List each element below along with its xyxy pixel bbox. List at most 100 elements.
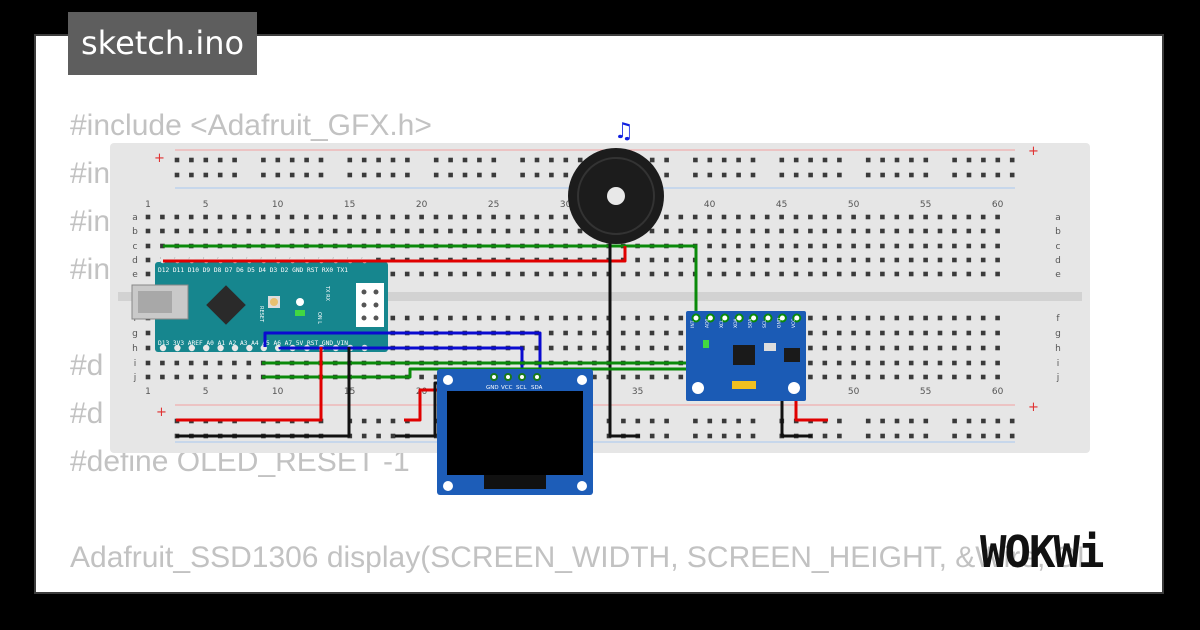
- breadboard-hole[interactable]: [808, 345, 813, 351]
- breadboard-hole[interactable]: [779, 243, 784, 249]
- breadboard-hole[interactable]: [520, 157, 525, 163]
- mpu-pin[interactable]: [705, 313, 715, 323]
- breadboard-hole[interactable]: [433, 374, 439, 380]
- breadboard-hole[interactable]: [995, 374, 1000, 380]
- breadboard-hole[interactable]: [361, 157, 367, 163]
- breadboard-hole[interactable]: [390, 271, 396, 277]
- breadboard-hole[interactable]: [275, 157, 281, 163]
- breadboard-hole[interactable]: [318, 157, 324, 163]
- breadboard-hole[interactable]: [995, 330, 1000, 336]
- nano-pin[interactable]: [203, 344, 210, 352]
- breadboard-hole[interactable]: [952, 360, 957, 366]
- breadboard-hole[interactable]: [851, 345, 856, 351]
- breadboard-hole[interactable]: [995, 271, 1000, 277]
- breadboard-hole[interactable]: [894, 330, 900, 336]
- breadboard-hole[interactable]: [217, 157, 223, 163]
- breadboard-hole[interactable]: [649, 157, 655, 163]
- breadboard-hole[interactable]: [707, 433, 713, 439]
- breadboard-hole[interactable]: [318, 172, 324, 178]
- breadboard-hole[interactable]: [981, 172, 986, 178]
- breadboard-hole[interactable]: [620, 271, 626, 277]
- breadboard-hole[interactable]: [678, 330, 684, 336]
- breadboard-hole[interactable]: [923, 228, 928, 234]
- breadboard-hole[interactable]: [865, 243, 871, 249]
- breadboard-hole[interactable]: [145, 271, 151, 277]
- breadboard-hole[interactable]: [937, 374, 943, 380]
- breadboard-hole[interactable]: [908, 360, 914, 366]
- breadboard-hole[interactable]: [952, 330, 957, 336]
- breadboard-hole[interactable]: [376, 418, 381, 424]
- breadboard-hole[interactable]: [980, 374, 986, 380]
- breadboard-hole[interactable]: [764, 228, 770, 234]
- breadboard-hole[interactable]: [923, 214, 928, 220]
- breadboard-hole[interactable]: [880, 257, 885, 263]
- breadboard-hole[interactable]: [980, 257, 986, 263]
- breadboard-hole[interactable]: [145, 257, 151, 263]
- breadboard-hole[interactable]: [822, 330, 828, 336]
- breadboard-hole[interactable]: [635, 374, 640, 380]
- breadboard-hole[interactable]: [462, 315, 468, 321]
- breadboard-hole[interactable]: [980, 315, 986, 321]
- breadboard-hole[interactable]: [1009, 172, 1015, 178]
- breadboard-hole[interactable]: [491, 172, 497, 178]
- breadboard-hole[interactable]: [246, 214, 252, 220]
- breadboard-hole[interactable]: [649, 345, 655, 351]
- breadboard-hole[interactable]: [908, 330, 914, 336]
- breadboard-hole[interactable]: [880, 214, 885, 220]
- breadboard-hole[interactable]: [707, 271, 712, 277]
- breadboard-hole[interactable]: [419, 271, 424, 277]
- breadboard-hole[interactable]: [361, 418, 367, 424]
- breadboard-hole[interactable]: [851, 315, 856, 321]
- breadboard-hole[interactable]: [894, 271, 900, 277]
- breadboard-hole[interactable]: [405, 172, 410, 178]
- breadboard-hole[interactable]: [865, 271, 871, 277]
- breadboard-hole[interactable]: [361, 172, 367, 178]
- breadboard-hole[interactable]: [534, 172, 540, 178]
- breadboard-hole[interactable]: [880, 360, 885, 366]
- breadboard-hole[interactable]: [160, 228, 165, 234]
- breadboard-hole[interactable]: [261, 172, 266, 178]
- nano-pin[interactable]: [188, 344, 195, 352]
- breadboard-hole[interactable]: [707, 157, 713, 163]
- breadboard-hole[interactable]: [232, 374, 237, 380]
- breadboard-hole[interactable]: [549, 157, 554, 163]
- breadboard-hole[interactable]: [995, 157, 1001, 163]
- breadboard-hole[interactable]: [476, 228, 482, 234]
- breadboard-hole[interactable]: [851, 257, 856, 263]
- breadboard-hole[interactable]: [707, 214, 712, 220]
- breadboard-hole[interactable]: [390, 433, 396, 439]
- breadboard-hole[interactable]: [548, 345, 554, 351]
- breadboard-hole[interactable]: [620, 374, 626, 380]
- breadboard-hole[interactable]: [980, 360, 986, 366]
- breadboard-hole[interactable]: [448, 157, 453, 163]
- breadboard-hole[interactable]: [189, 172, 194, 178]
- breadboard-hole[interactable]: [347, 214, 352, 220]
- breadboard-hole[interactable]: [620, 315, 626, 321]
- breadboard-hole[interactable]: [692, 228, 698, 234]
- breadboard-hole[interactable]: [952, 214, 957, 220]
- breadboard-hole[interactable]: [664, 271, 669, 277]
- mpu-pin[interactable]: [691, 313, 701, 323]
- breadboard-hole[interactable]: [376, 172, 381, 178]
- breadboard-hole[interactable]: [361, 214, 367, 220]
- breadboard-hole[interactable]: [966, 418, 972, 424]
- breadboard-hole[interactable]: [808, 157, 813, 163]
- breadboard-hole[interactable]: [174, 228, 180, 234]
- breadboard-hole[interactable]: [635, 418, 641, 424]
- breadboard-hole[interactable]: [649, 257, 655, 263]
- breadboard-hole[interactable]: [232, 360, 237, 366]
- breadboard-hole[interactable]: [721, 228, 727, 234]
- breadboard-hole[interactable]: [664, 433, 669, 439]
- breadboard-hole[interactable]: [952, 433, 957, 439]
- breadboard-hole[interactable]: [592, 345, 597, 351]
- breadboard-hole[interactable]: [836, 271, 842, 277]
- nano-pin[interactable]: [217, 344, 224, 352]
- breadboard-hole[interactable]: [894, 257, 900, 263]
- breadboard-hole[interactable]: [822, 315, 828, 321]
- breadboard-hole[interactable]: [232, 228, 237, 234]
- breadboard-hole[interactable]: [419, 228, 424, 234]
- breadboard-hole[interactable]: [260, 228, 266, 234]
- breadboard-hole[interactable]: [880, 345, 885, 351]
- breadboard-hole[interactable]: [908, 214, 914, 220]
- breadboard-hole[interactable]: [145, 243, 151, 249]
